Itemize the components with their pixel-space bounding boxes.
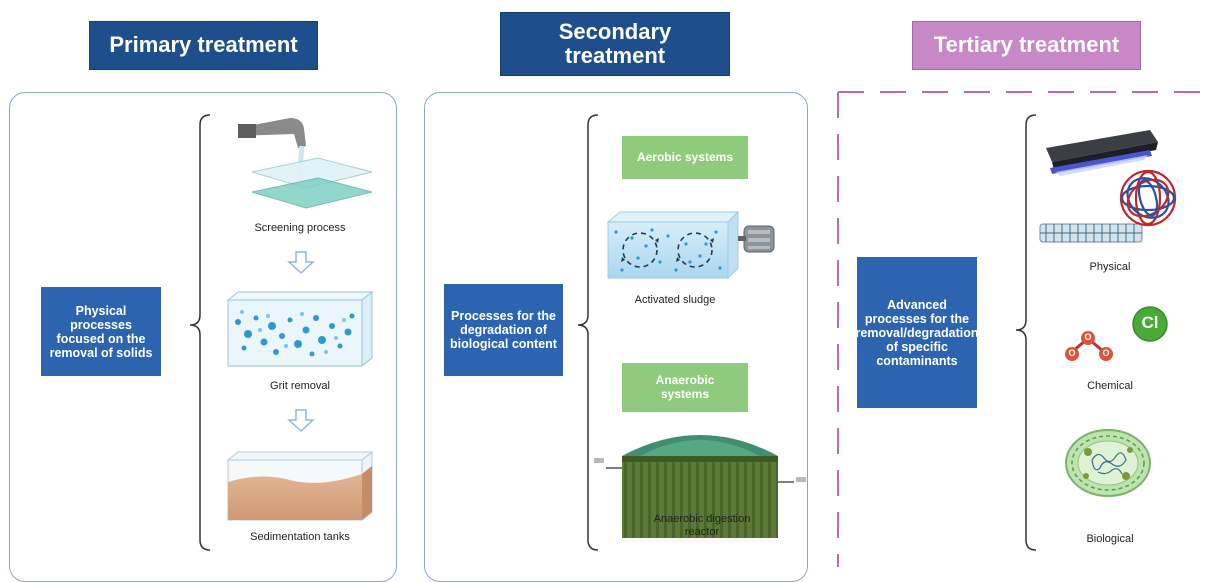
anaerobic-reactor-illustration: [594, 435, 806, 538]
ozone-atom-1: O: [1068, 348, 1076, 358]
bacterial-cell-illustration: [1065, 429, 1151, 497]
tertiary-treatment-header: Tertiary treatment: [912, 21, 1141, 70]
anaerobic-systems-box: Anaerobic systems: [622, 363, 748, 412]
secondary-header-line2: treatment: [564, 43, 666, 68]
diagram-artwork: [189, 91, 1208, 567]
ozone-atom-3: O: [1102, 348, 1110, 358]
polymer-ball-illustration: [1119, 169, 1177, 227]
step-sedimentation-label: Sedimentation tanks: [250, 531, 350, 543]
category-biological-label: Biological: [1086, 533, 1134, 545]
nanotube-illustration: [1039, 223, 1143, 243]
aerobic-systems-box: Aerobic systems: [622, 136, 748, 179]
grit-removal-illustration: [226, 290, 374, 368]
tertiary-description-box: Advanced processes for the removal/degra…: [856, 257, 978, 408]
activated-sludge-illustration: [606, 210, 775, 280]
category-chemical-label: Chemical: [1087, 380, 1133, 392]
down-arrow-icon: [287, 251, 315, 433]
primary-treatment-header: Primary treatment: [89, 21, 318, 70]
step-grit-removal-label: Grit removal: [270, 380, 330, 392]
ozone-molecule-icon: [1065, 331, 1113, 361]
activated-sludge-label: Activated sludge: [634, 294, 716, 306]
tertiary-brace: [1015, 114, 1037, 551]
primary-description-box: Physical processes focused on the remova…: [41, 287, 161, 376]
primary-brace: [189, 114, 211, 551]
sedimentation-tank-illustration: [226, 450, 374, 522]
secondary-header-line1: Secondary: [558, 18, 672, 44]
uv-lamp-illustration: [1046, 130, 1158, 176]
chlorine-symbol: Cl: [1141, 313, 1159, 332]
chlorine-icon: [1132, 306, 1168, 342]
secondary-treatment-header: Secondary treatment: [500, 12, 730, 76]
anaerobic-reactor-label: Anaerobic digestion reactor: [653, 513, 751, 539]
screening-illustration: [238, 118, 373, 209]
step-screening-label: Screening process: [254, 222, 346, 234]
secondary-description-box: Processes for the degradation of biologi…: [444, 284, 563, 376]
category-physical-label: Physical: [1089, 261, 1131, 273]
secondary-brace: [577, 114, 599, 551]
ozone-atom-2: O: [1084, 332, 1092, 342]
tertiary-dashed-panel: [837, 91, 1208, 567]
